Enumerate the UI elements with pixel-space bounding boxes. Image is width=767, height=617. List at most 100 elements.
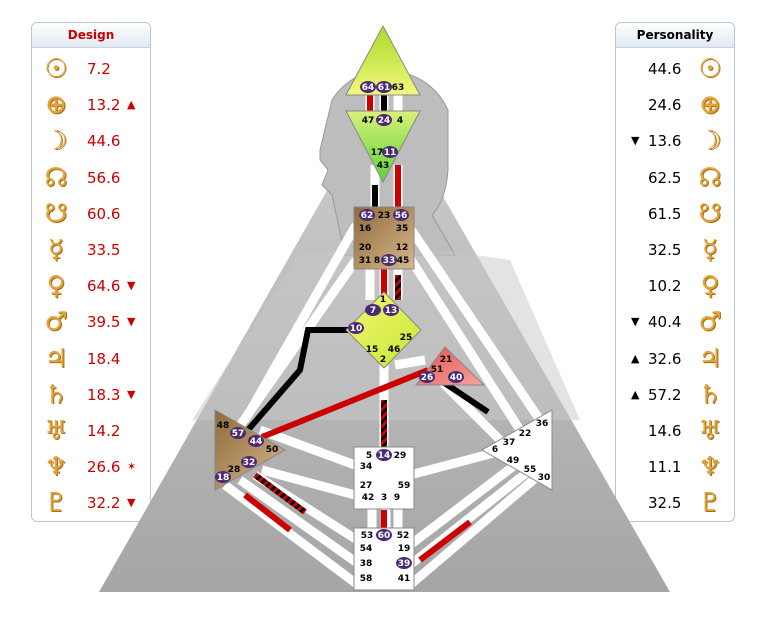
svg-text:14: 14: [378, 451, 391, 461]
uranus-icon: ♅: [44, 416, 68, 446]
design-row: ♅ 14.2: [32, 416, 150, 446]
personality-value: 24.6: [648, 96, 682, 115]
design-value: 56.6: [87, 168, 121, 187]
mercury-icon: ☿: [48, 235, 64, 265]
svg-text:18: 18: [217, 473, 230, 483]
personality-value: 44.6: [648, 60, 682, 78]
design-value: 60.6: [87, 204, 121, 223]
personality-value: 13.6: [648, 132, 682, 151]
personality-value: 11.1: [648, 458, 682, 477]
svg-text:34: 34: [360, 462, 373, 472]
design-value: 64.6: [87, 277, 121, 296]
svg-text:62: 62: [361, 211, 374, 221]
sun-icon: ☉: [698, 54, 722, 84]
design-fixing-indicator: ▲: [127, 98, 136, 112]
personality-fixing-indicator: ▼: [631, 134, 640, 148]
design-row: ♀ 64.6 ▼: [32, 271, 150, 301]
svg-text:32: 32: [243, 458, 256, 468]
gate-labels: 64 61 63 47 24 4 17 11 43 62 23 56 16 35…: [217, 83, 551, 584]
earth-icon: ⊕: [699, 90, 721, 121]
design-fixing-indicator: ▼: [127, 279, 136, 293]
neptune-icon: ♆: [698, 452, 722, 483]
venus-icon: ♀: [46, 271, 66, 302]
personality-row: ♂40.4▼: [616, 307, 734, 337]
design-value: 39.5: [87, 313, 121, 332]
svg-text:25: 25: [400, 333, 413, 343]
svg-text:63: 63: [392, 83, 405, 93]
svg-text:9: 9: [394, 493, 400, 503]
svg-text:7: 7: [370, 306, 376, 316]
svg-text:55: 55: [524, 465, 537, 475]
svg-text:16: 16: [359, 224, 372, 234]
design-value: 33.5: [87, 241, 121, 259]
design-fixing-indicator: ▼: [127, 387, 136, 401]
north-node-icon: ☊: [44, 162, 68, 193]
personality-row: ♄57.2▲: [616, 380, 734, 410]
svg-text:24: 24: [378, 116, 391, 126]
design-row: ♃ 18.4: [32, 344, 150, 374]
svg-text:51: 51: [431, 365, 444, 375]
svg-text:20: 20: [359, 243, 372, 253]
design-row: ♇32.2▼: [32, 488, 150, 518]
personality-value: 14.6: [648, 422, 682, 440]
personality-row: ♆ 11.1: [616, 452, 734, 482]
svg-text:13: 13: [385, 306, 398, 316]
svg-text:19: 19: [398, 544, 411, 554]
svg-text:47: 47: [362, 116, 375, 126]
svg-text:59: 59: [398, 481, 411, 491]
svg-text:60: 60: [378, 531, 391, 541]
design-value: 18.3: [87, 385, 121, 404]
svg-text:40: 40: [450, 373, 463, 383]
svg-text:42: 42: [362, 493, 375, 503]
svg-text:35: 35: [396, 224, 409, 234]
saturn-icon: ♄: [698, 379, 722, 410]
svg-text:1: 1: [380, 295, 386, 305]
design-row: ♄18.3▼: [32, 380, 150, 410]
svg-text:10: 10: [350, 324, 363, 334]
design-row: ☽44.6: [32, 126, 150, 156]
pluto-icon: ♇: [44, 488, 68, 519]
jupiter-icon: ♃: [44, 343, 68, 374]
design-value: 14.2: [87, 422, 121, 440]
solar-plexus-center: [480, 409, 553, 491]
personality-fixing-indicator: ▼: [631, 315, 640, 329]
uranus-icon: ♅: [698, 416, 722, 446]
personality-value: 32.5: [648, 494, 682, 513]
south-node-icon: ☋: [44, 198, 68, 229]
earth-icon: ⊕: [45, 90, 67, 121]
svg-text:28: 28: [228, 465, 241, 475]
svg-text:64: 64: [362, 83, 375, 93]
svg-text:41: 41: [398, 574, 411, 584]
svg-text:11: 11: [384, 148, 397, 158]
svg-text:12: 12: [396, 243, 409, 253]
svg-text:48: 48: [217, 421, 230, 431]
svg-text:43: 43: [377, 161, 390, 171]
svg-text:54: 54: [360, 544, 373, 554]
design-value: 18.4: [87, 349, 121, 368]
design-row: ♂39.5▼: [32, 307, 150, 337]
personality-value: 10.2: [648, 277, 682, 296]
personality-row: ♇ 32.5: [616, 488, 734, 518]
svg-text:22: 22: [519, 429, 532, 439]
svg-text:21: 21: [440, 355, 453, 365]
moon-icon: ☽: [44, 126, 68, 157]
design-row: ♆26.6✶: [32, 452, 150, 482]
mars-icon: ♂: [44, 307, 68, 338]
personality-row: ☿32.5: [616, 235, 734, 265]
pluto-icon: ♇: [698, 488, 722, 519]
north-node-icon: ☊: [698, 162, 722, 193]
svg-text:15: 15: [366, 345, 379, 355]
svg-text:45: 45: [397, 256, 410, 266]
neptune-icon: ♆: [44, 452, 68, 483]
personality-row: ☋61.5: [616, 199, 734, 229]
design-row: ☋ 60.6: [32, 199, 150, 229]
jupiter-icon: ♃: [698, 343, 722, 374]
svg-text:31: 31: [359, 256, 372, 266]
personality-row: ☽13.6▼: [616, 126, 734, 156]
svg-text:53: 53: [361, 531, 374, 541]
personality-value: 40.4: [648, 313, 682, 332]
svg-text:26: 26: [421, 373, 434, 383]
personality-row: ⊕ 24.6: [616, 90, 734, 120]
svg-text:52: 52: [397, 531, 410, 541]
